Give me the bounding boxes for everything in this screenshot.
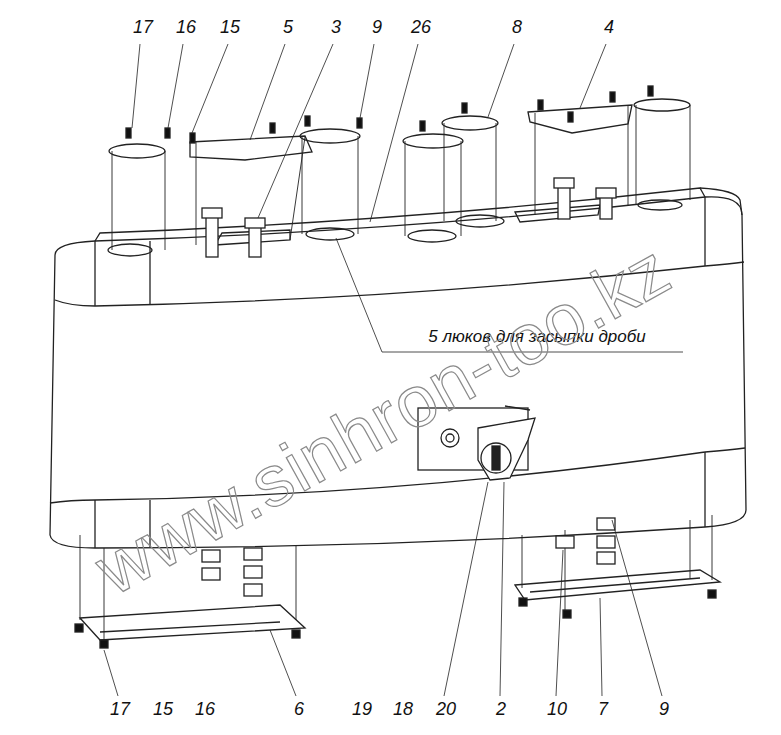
callout-number: 15	[218, 18, 242, 38]
callout-number: 8	[510, 18, 524, 38]
callout-number: 5	[281, 18, 295, 38]
callout-number: 26	[409, 18, 433, 38]
callout-number: 16	[193, 700, 217, 720]
callout-number: 4	[602, 18, 616, 38]
callout-number: 19	[350, 700, 374, 720]
callout-number: 10	[545, 700, 569, 720]
callout-number: 3	[329, 18, 343, 38]
callout-number: 18	[391, 700, 415, 720]
callout-number: 2	[494, 700, 508, 720]
callout-number: 9	[370, 18, 384, 38]
callout-number: 6	[292, 700, 306, 720]
callout-number: 9	[657, 700, 671, 720]
callout-number: 17	[108, 700, 132, 720]
watermark: www.sinhron-too.kz	[83, 230, 683, 611]
callout-number: 15	[151, 700, 175, 720]
callout-number: 16	[174, 18, 198, 38]
callout-number: 20	[434, 700, 458, 720]
callout-number: 7	[596, 700, 610, 720]
callout-number: 17	[131, 18, 155, 38]
